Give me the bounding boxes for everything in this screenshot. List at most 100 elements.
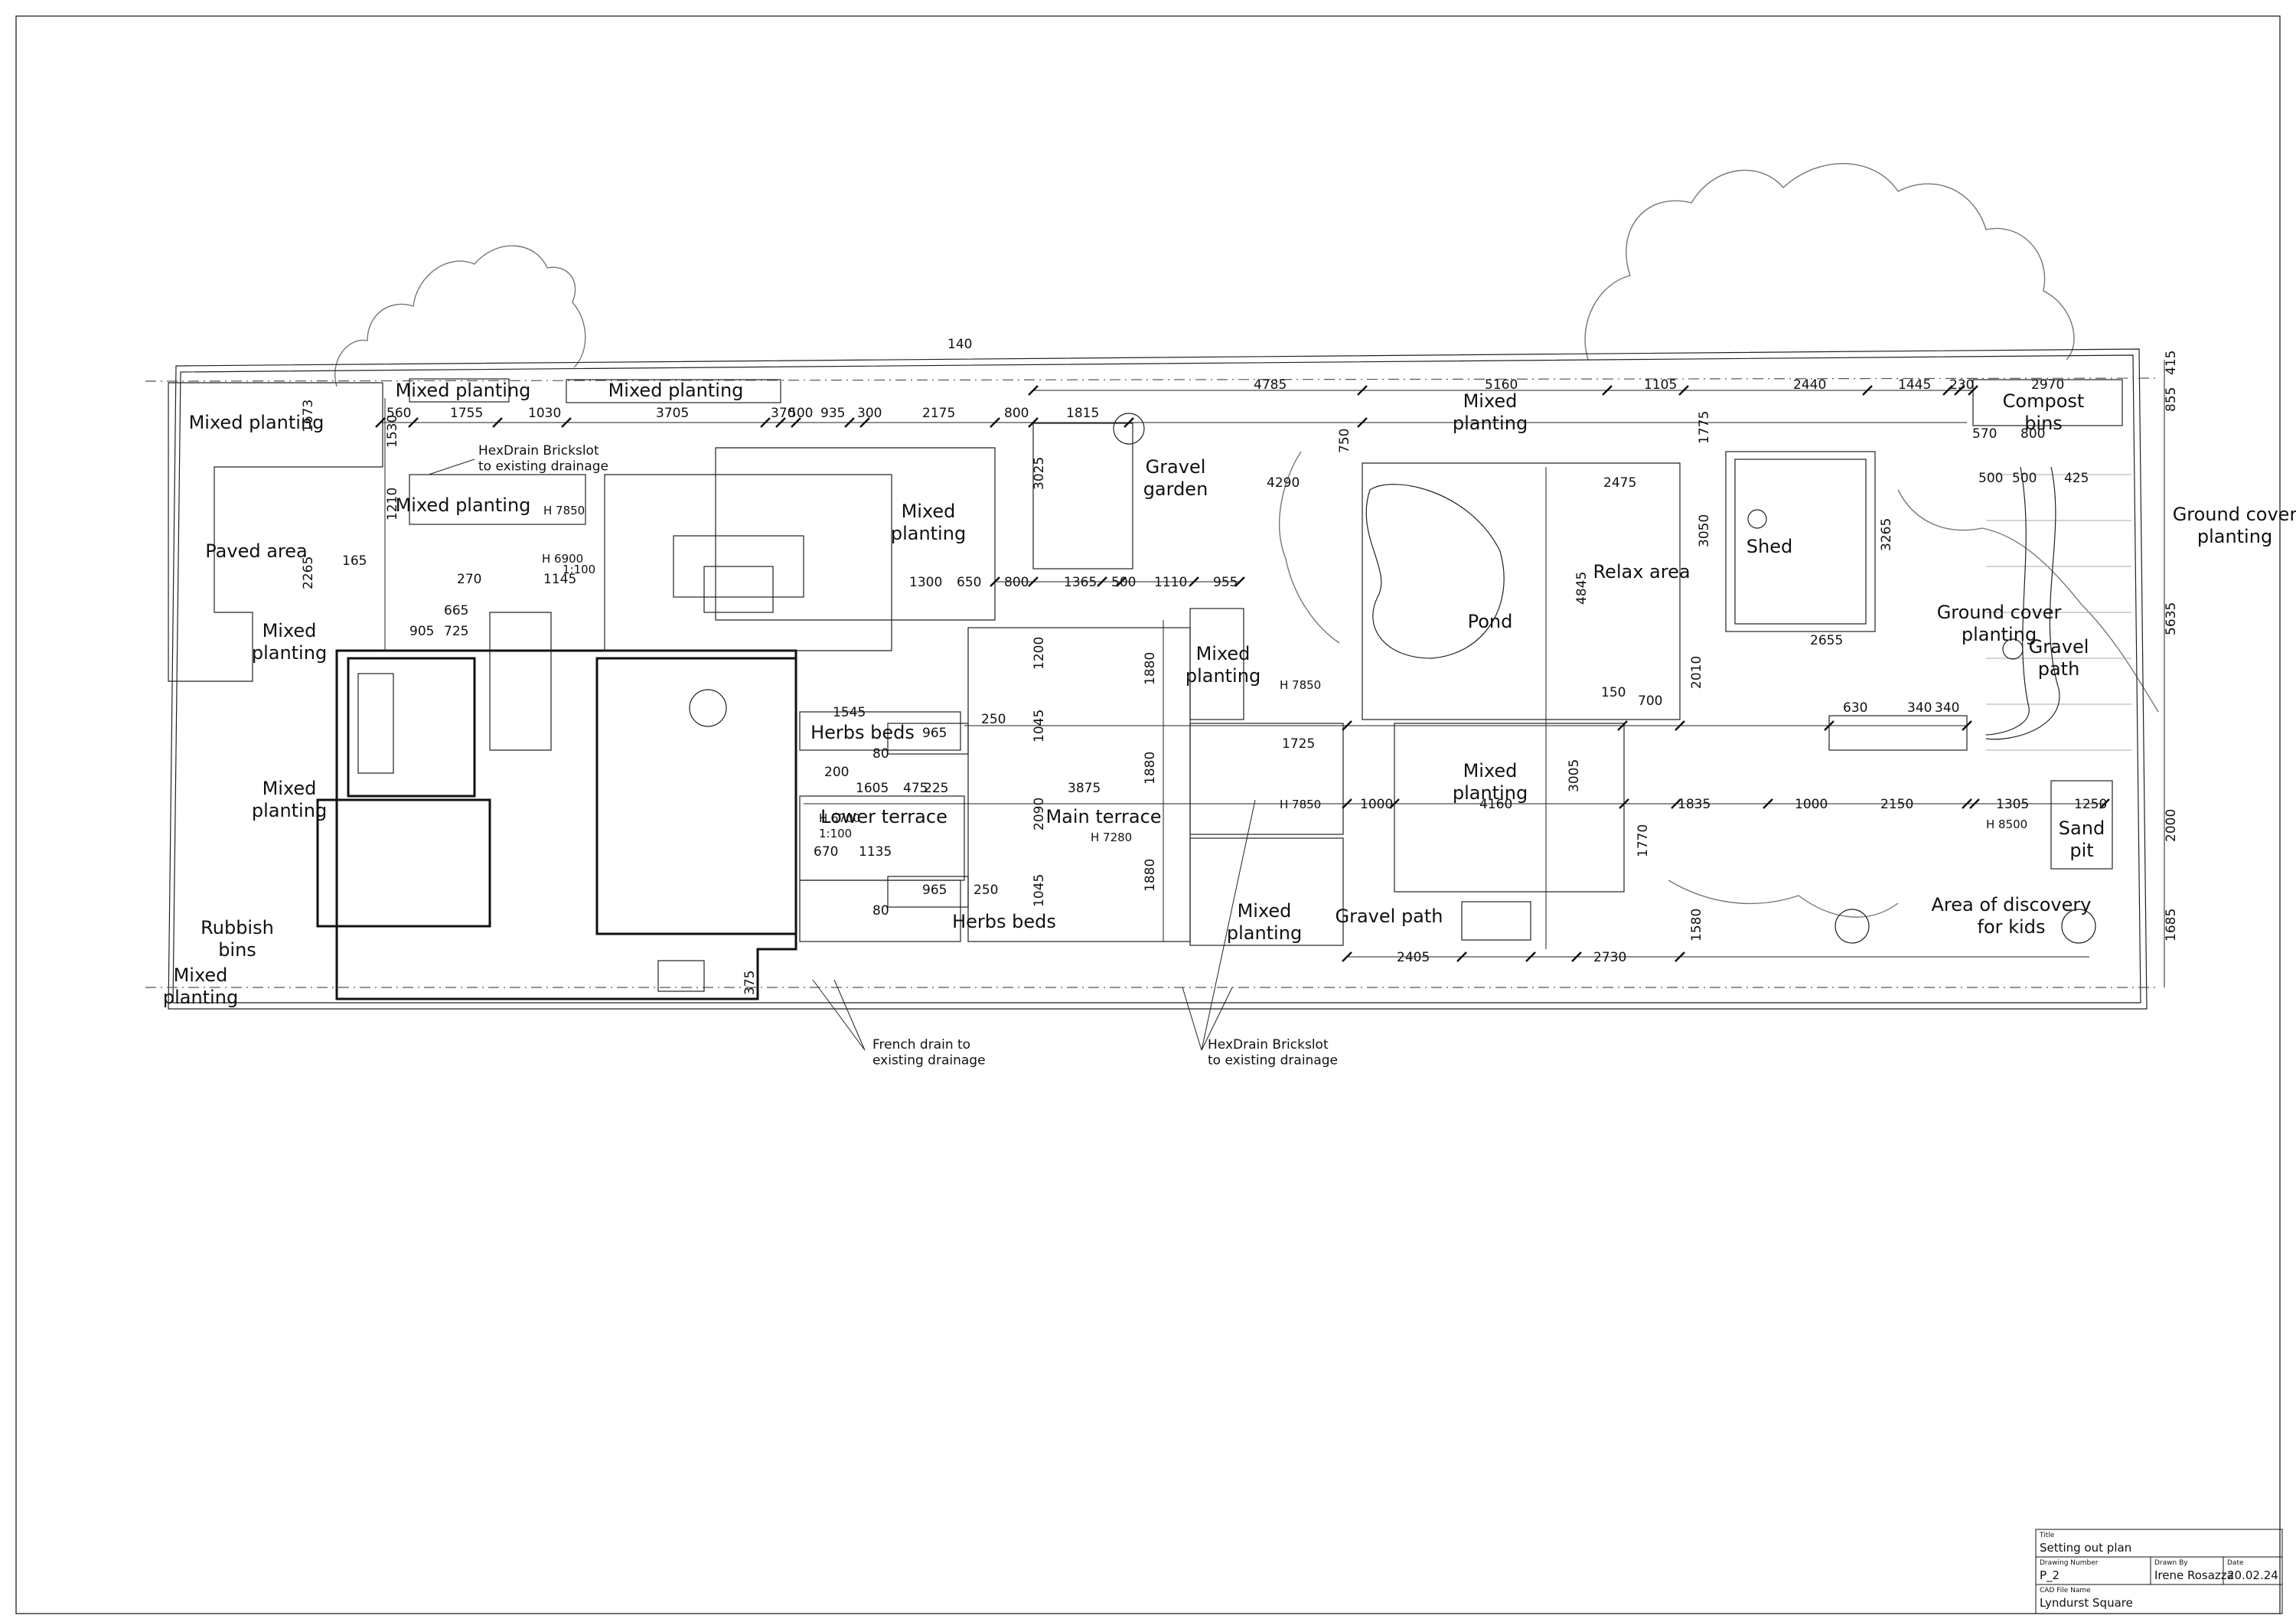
dim-2475: 2475 [1603,475,1636,491]
dim-80a: 80 [872,746,889,762]
dimension-labels: 140 1673 560 1755 1030 3705 370 500 935 … [301,337,2179,995]
label-paved-area: Paved area [205,540,307,562]
dim-340b: 340 [1935,700,1959,716]
dim-800a: 800 [1004,406,1029,421]
dim-955: 955 [1213,575,1238,590]
tb-title-value: Setting out plan [2040,1541,2131,1555]
dim-1770: 1770 [1636,824,1651,857]
dimension-tick [1028,385,1039,396]
dim-800b: 800 [2020,426,2045,442]
dimension-tick [408,417,419,428]
dim-1755: 1755 [450,406,483,421]
dim-1580: 1580 [1689,909,1704,942]
dimension-tick [1678,385,1689,396]
dim-725: 725 [444,624,468,639]
dim-500a: 500 [788,406,813,421]
dimension-tick [492,417,503,428]
tb-cad-file-label: CAD File Name [2040,1587,2091,1594]
dimension-tick [1862,385,1873,396]
dimension-tick [1357,417,1368,428]
dim-2970: 2970 [2031,377,2064,393]
dim-270: 270 [457,572,481,587]
dim-1365: 1365 [1064,575,1097,590]
dim-2405: 2405 [1397,950,1430,965]
label-main-terrace: Main terrace [1045,806,1161,827]
dim-1725: 1725 [1282,736,1315,752]
dim-1880c: 1880 [1143,859,1158,892]
dimension-tick [1968,385,1978,396]
dimension-tick [990,576,1000,587]
dim-3875: 3875 [1068,781,1101,796]
sheet-border [15,15,2281,1614]
label-mixed-planting-strip1: Mixed planting [396,380,531,401]
dim-560a: 560 [386,406,411,421]
dim-1445: 1445 [1898,377,1931,393]
dimension-tick [375,417,386,428]
dim-905: 905 [409,624,434,639]
dim-1110: 1110 [1154,575,1187,590]
dim-1673: 1673 [301,400,316,432]
dimension-tick [1357,385,1368,396]
label-gravel-path-bottom: Gravel path [1336,906,1443,927]
dim-425: 425 [2064,471,2089,486]
dim-1045b: 1045 [1032,874,1047,907]
dimension-tick [1342,951,1352,962]
tb-drawing-number-label: Drawing Number [2040,1559,2099,1567]
dim-230: 230 [1949,377,1974,393]
label-mixed-planting-inner: Mixed planting [396,494,531,516]
dim-2000: 2000 [2164,809,2179,842]
dim-4785: 4785 [1254,377,1287,393]
dim-2440: 2440 [1793,377,1826,393]
tb-date-label: Date [2227,1559,2244,1567]
zone-labels: Mixed planting Mixed planting Mixed plan… [163,380,2296,1008]
label-relax-area: Relax area [1593,561,1690,583]
dimension-ticks [375,385,2110,962]
dimension-tick [775,417,786,428]
dimension-tick [1389,798,1400,809]
dim-1685: 1685 [2164,909,2179,942]
dim-3005: 3005 [1567,759,1582,792]
dim-370: 370 [771,406,795,421]
dim-150: 150 [1601,685,1626,700]
tb-drawn-by-label: Drawn By [2154,1559,2188,1567]
dimension-tick [2099,798,2110,809]
garden-features [168,378,2131,946]
dim-1775: 1775 [1697,411,1712,444]
dim-415a: 415 [2164,351,2179,375]
label-pond: Pond [1468,611,1513,632]
dim-2090: 2090 [1032,798,1047,831]
dim-650: 650 [957,575,981,590]
dim-665: 665 [444,603,468,618]
dimension-tick [1124,417,1134,428]
level-h7850-b: H 7850 [1280,678,1321,692]
dim-250a: 250 [981,712,1006,727]
dim-1815: 1815 [1066,406,1099,421]
dimension-tick [844,417,855,428]
dim-4290: 4290 [1267,475,1300,491]
dimension-tick [1675,720,1685,731]
dim-250b: 250 [974,883,998,898]
tb-date-value: 20.02.24 [2227,1568,2278,1582]
dim-1305: 1305 [1996,797,2029,812]
tb-title-label: Title [2039,1532,2055,1539]
dimension-tick [791,417,801,428]
dim-965b: 965 [922,883,947,898]
dimension-tick [1028,417,1039,428]
label-mixed-planting-topleft: Mixed planting [189,412,325,433]
dim-165: 165 [342,553,367,569]
dimension-tick [1028,576,1039,587]
dimension-tick [1456,951,1467,962]
dimension-tick [1942,385,1953,396]
